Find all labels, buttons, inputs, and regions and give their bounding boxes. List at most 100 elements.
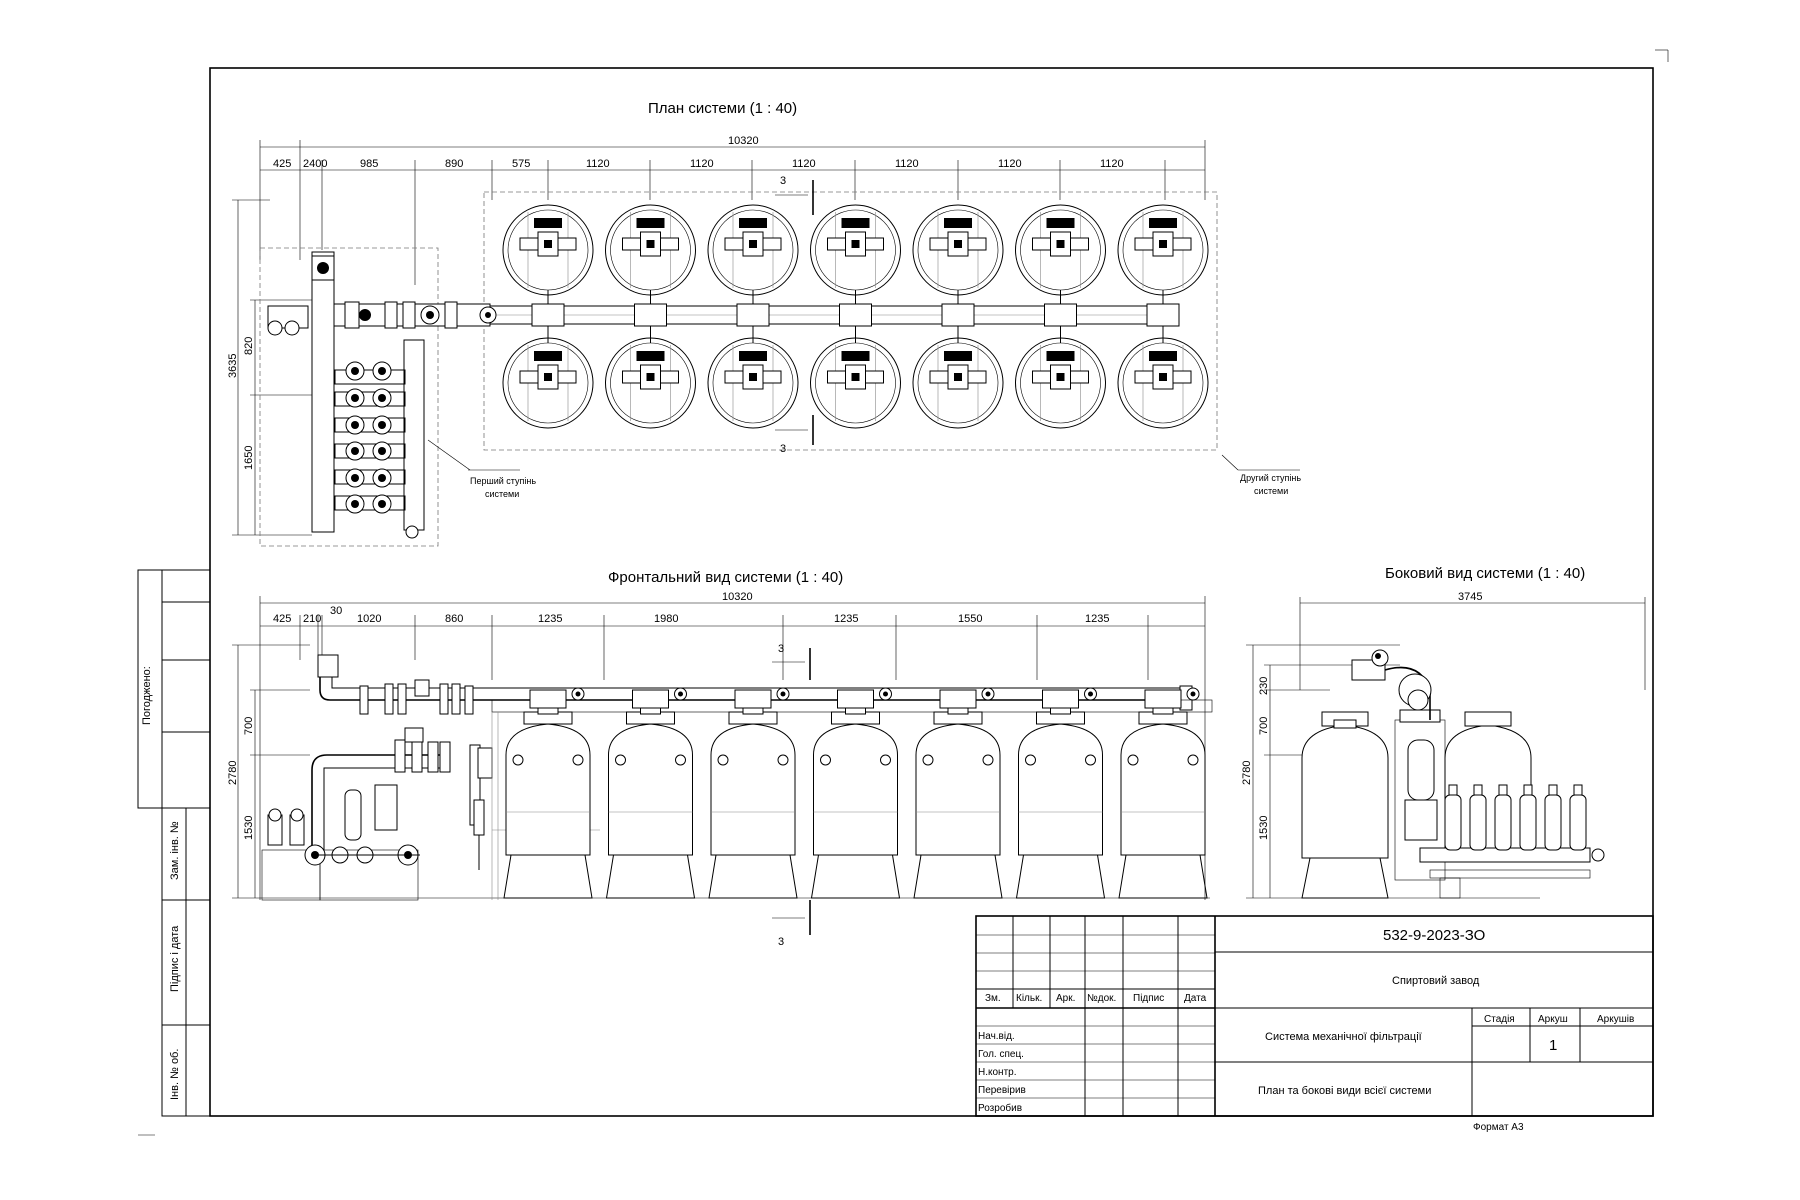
front-left-dim-3: 1530 [243, 816, 255, 840]
plan-vessel [912, 204, 1004, 315]
plan-vessel [1015, 315, 1106, 429]
front-vessel [503, 687, 593, 899]
front-dim-10: 1235 [1085, 613, 1109, 625]
sheets-label: Аркушів [1597, 1014, 1634, 1025]
plan-stage1-label-line1: Перший ступінь [470, 476, 536, 486]
plan-manifold-tee [839, 303, 872, 327]
plan-left-dim-1: 3635 [227, 354, 239, 378]
front-dim-5: 860 [445, 613, 463, 625]
sheet-frame [138, 49, 1669, 1136]
front-vessel [605, 687, 696, 899]
plan-dim-5: 575 [512, 158, 530, 170]
role-nach-vid: Нач.від. [978, 1031, 1015, 1042]
plan-dim-1: 425 [273, 158, 291, 170]
plan-left-dim-2: 820 [243, 337, 255, 355]
col-header-ark: Арк. [1056, 993, 1075, 1004]
front-dim-7: 1980 [654, 613, 678, 625]
left-stamp-strip: Погоджено: Зам. інв. № Підпис і дата Інв… [137, 569, 211, 1117]
front-upper-valves [317, 654, 474, 715]
plan-dim-11: 1120 [1100, 158, 1124, 170]
sheet-number: 1 [1549, 1037, 1557, 1054]
plan-inlet-valves [344, 301, 497, 329]
plan-manifold-tee [634, 303, 667, 327]
plan-vessel [810, 204, 901, 315]
zam-inv-label: Зам. інв. № [169, 821, 181, 880]
pogodzheno-label: Погоджено: [141, 666, 153, 725]
front-lower-valves [394, 727, 451, 773]
front-dim-6: 1235 [538, 613, 562, 625]
front-dim-4: 1020 [357, 613, 381, 625]
front-dim-8: 1235 [834, 613, 858, 625]
sheet-name: План та бокові види всієї системи [1258, 1085, 1431, 1097]
front-dim-9: 1550 [958, 613, 982, 625]
pidpys-data-label: Підпис і дата [169, 925, 181, 992]
plan-manifold-tee [1044, 303, 1077, 327]
front-vessel [913, 687, 1003, 899]
plan-vessel [605, 204, 696, 315]
front-view: Фронтальний вид системи (1 : 40) 10320 4… [227, 569, 1213, 948]
title-block: 532-9-2023-ЗО Спиртовий завод Система ме… [975, 915, 1654, 1133]
front-dim-2: 210 [303, 613, 321, 625]
format-label: Формат А3 [1473, 1122, 1524, 1133]
plan-manifold-tee [736, 303, 770, 327]
plan-vessel [707, 204, 799, 315]
plan-vessel [502, 315, 594, 429]
plan-vessel [707, 315, 799, 429]
plan-view: План системи (1 : 40) 10320 425 2400 985… [227, 100, 1301, 547]
inv-orig-label: Інв. № об. [169, 1049, 181, 1100]
plan-dim-3: 985 [360, 158, 378, 170]
front-dim-3: 30 [330, 605, 342, 617]
front-left-dim-2: 700 [243, 717, 255, 735]
front-dim-1: 425 [273, 613, 291, 625]
plan-dim-6: 1120 [586, 158, 610, 170]
side-left-dim-1: 2780 [1241, 761, 1253, 785]
plan-dim-8: 1120 [792, 158, 816, 170]
plan-section-top: 3 [780, 175, 786, 187]
sheet-label: Аркуш [1538, 1014, 1568, 1025]
front-chain-dims: 425 210 30 1020 860 1235 1980 1235 1550 … [273, 605, 1109, 625]
stage-label: Стадія [1484, 1014, 1515, 1025]
doc-code: 532-9-2023-ЗО [1383, 927, 1485, 944]
col-header-zm: Зм. [985, 993, 1001, 1004]
front-total-dim: 10320 [722, 591, 753, 603]
plan-dim-7: 1120 [690, 158, 714, 170]
side-left-dim-3: 700 [1258, 717, 1270, 735]
front-vessel [1118, 687, 1208, 899]
plan-stage1-manifold [267, 251, 425, 539]
plan-manifold-tee [531, 303, 565, 327]
object-name: Спиртовий завод [1392, 975, 1480, 987]
plan-vessel [810, 315, 901, 429]
plan-stage2-label-line1: Другий ступінь [1240, 473, 1301, 483]
front-pump-skid [261, 784, 420, 901]
col-header-data: Дата [1184, 993, 1207, 1004]
front-section-top: 3 [778, 643, 784, 655]
front-vessel [1015, 687, 1106, 899]
front-vessel [708, 687, 798, 899]
plan-vessel [605, 315, 696, 429]
side-total-dim: 3745 [1458, 591, 1482, 603]
plan-vessel [502, 204, 594, 315]
plan-dim-2: 2400 [303, 158, 327, 170]
role-pereviryv: Перевірив [978, 1085, 1026, 1096]
side-view: Боковий вид системи (1 : 40) 3745 2780 2… [1241, 565, 1646, 899]
side-left-dim-4: 1530 [1258, 816, 1270, 840]
role-n-kontr: Н.контр. [978, 1067, 1017, 1078]
front-section-bottom: 3 [778, 936, 784, 948]
plan-vessel [1015, 204, 1106, 315]
system-name: Система механічної фільтрації [1265, 1031, 1422, 1043]
front-left-dim-1: 2780 [227, 761, 239, 785]
plan-title: План системи (1 : 40) [648, 100, 797, 117]
role-gol-spec: Гол. спец. [978, 1049, 1024, 1060]
front-vessel [810, 687, 901, 899]
side-title: Боковий вид системи (1 : 40) [1385, 565, 1585, 582]
plan-total-dim: 10320 [728, 135, 759, 147]
plan-chain-dims: 425 2400 985 890 575 1120 1120 1120 1120… [273, 158, 1124, 170]
col-header-pidpys: Підпис [1133, 993, 1164, 1004]
plan-stage1-label-line2: системи [485, 489, 519, 499]
plan-dim-9: 1120 [895, 158, 919, 170]
plan-manifold-tee [1146, 303, 1180, 327]
plan-left-dim-3: 1650 [243, 446, 255, 470]
role-rozrobyv: Розробив [978, 1102, 1022, 1114]
front-dim-ticks [259, 596, 1206, 900]
